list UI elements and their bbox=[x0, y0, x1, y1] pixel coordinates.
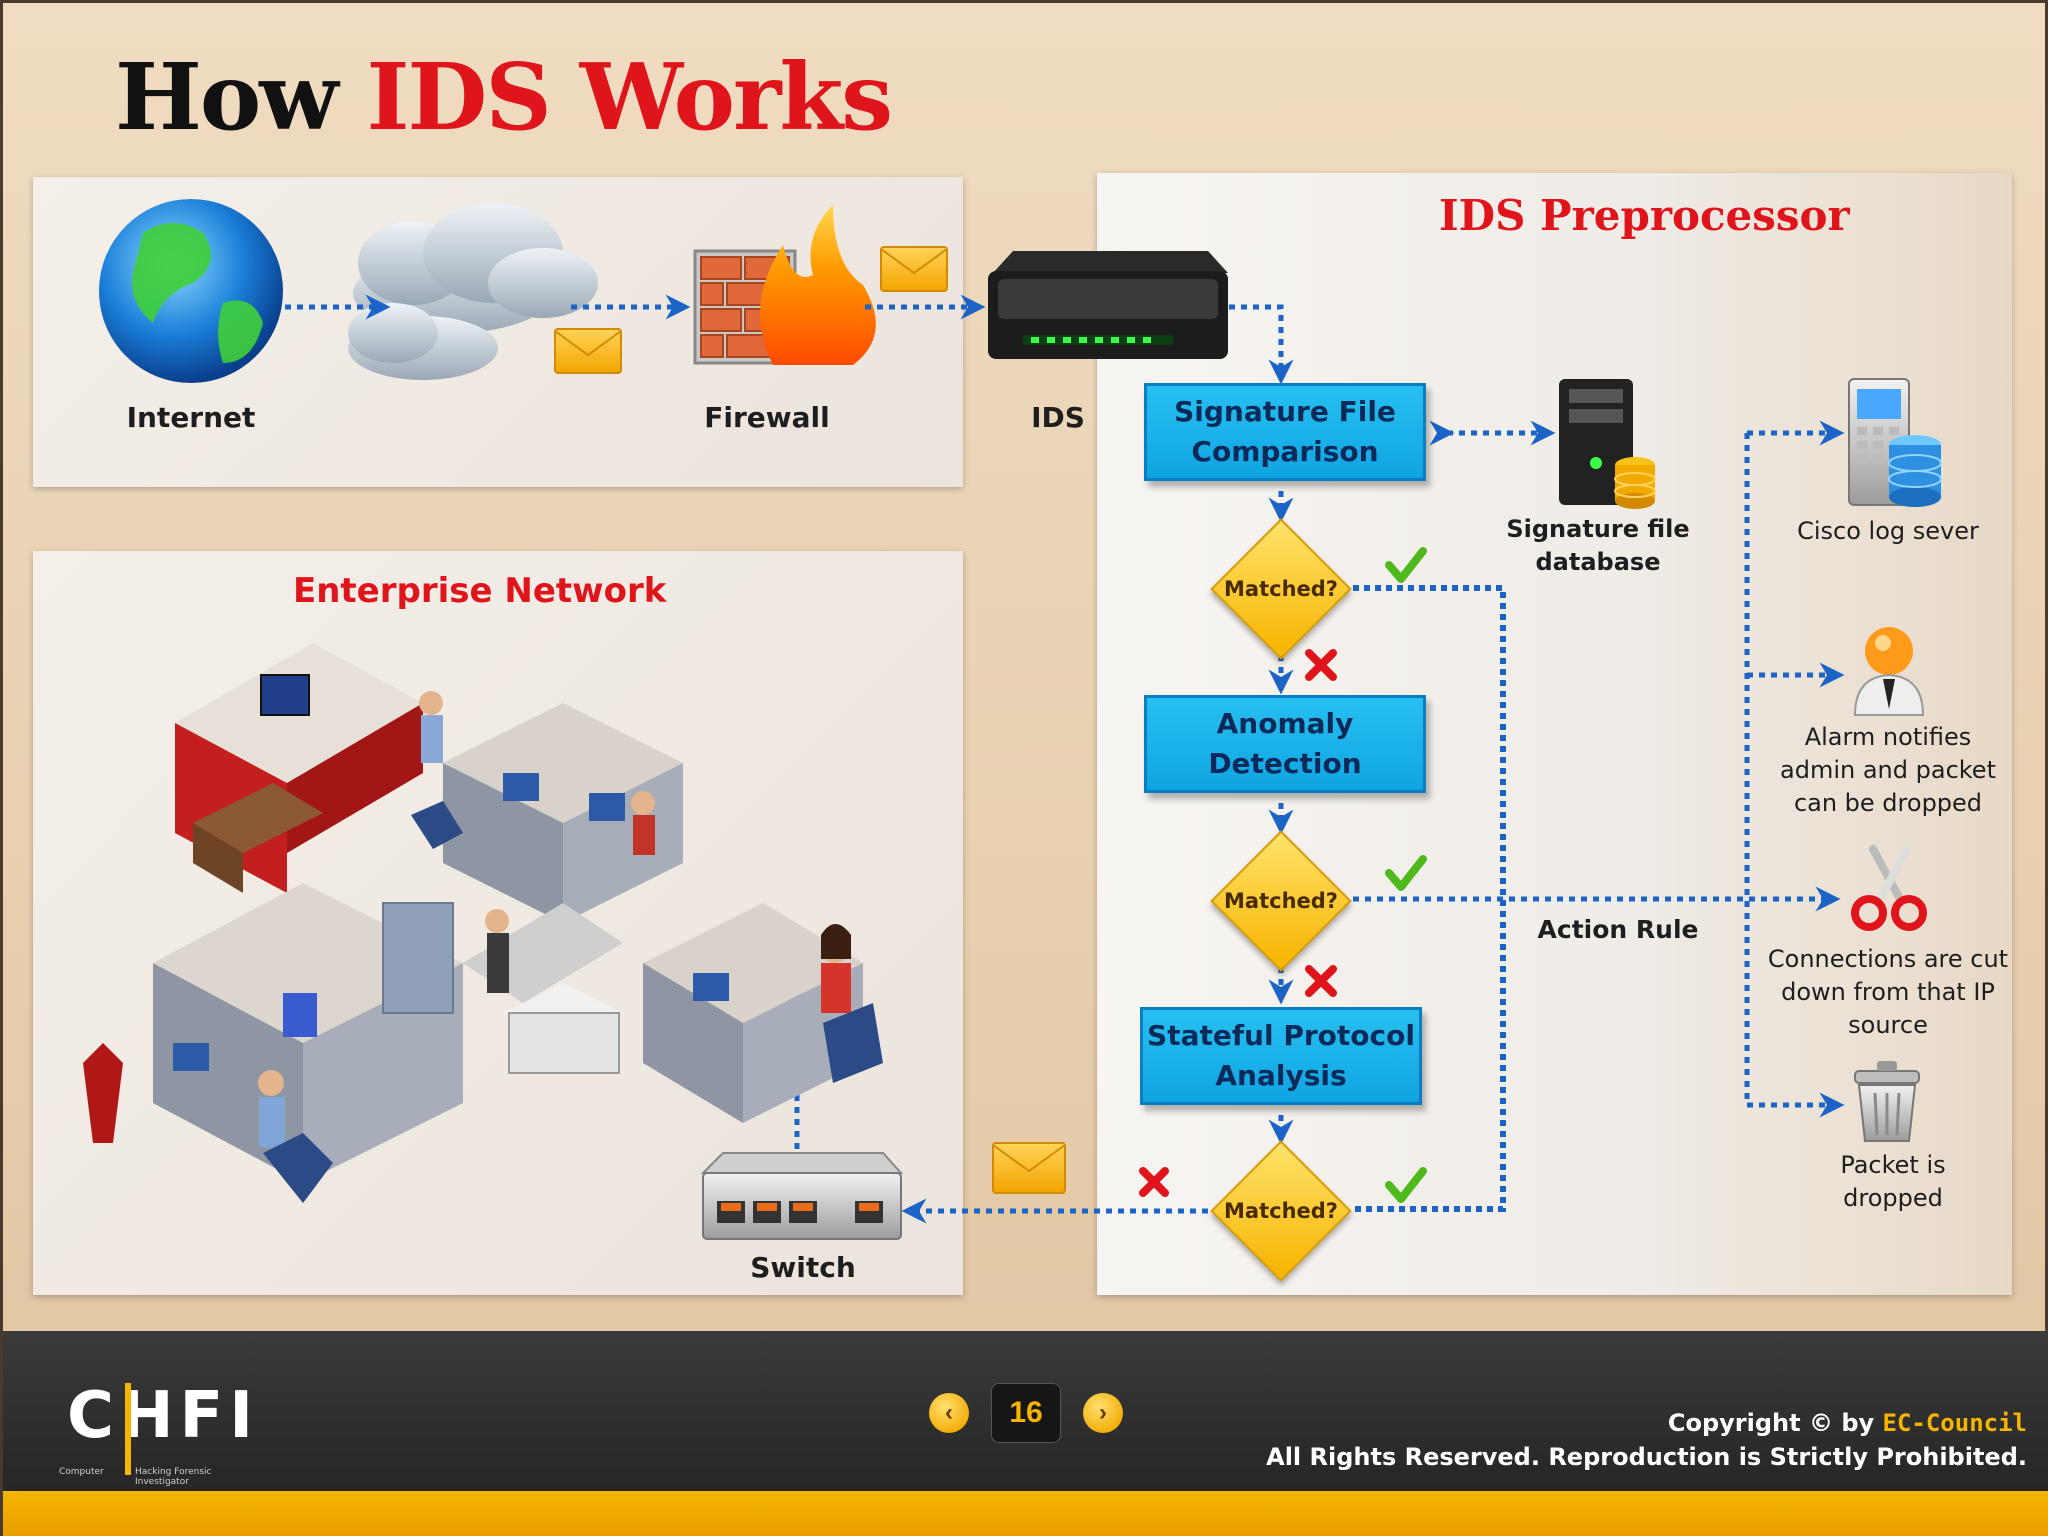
preprocessor-title: IDS Preprocessor bbox=[1439, 191, 1850, 240]
trash-can-icon bbox=[1854, 1061, 1920, 1142]
cisco-log-label: Cisco log sever bbox=[1797, 517, 1979, 545]
alarm-label: Alarm notifies admin and packet can be d… bbox=[1780, 723, 1996, 817]
log-server-icon bbox=[1848, 378, 1942, 507]
database-server-icon bbox=[1559, 379, 1656, 509]
enterprise-title: Enterprise Network bbox=[293, 571, 667, 611]
stateful-protocol-box: Stateful Protocol Analysis bbox=[1140, 1007, 1422, 1105]
page-title: How IDS Works bbox=[115, 43, 893, 151]
cross-icon bbox=[1139, 1167, 1169, 1197]
office-illustration bbox=[83, 643, 883, 1203]
firewall-icon bbox=[693, 205, 876, 365]
check-icon bbox=[1385, 855, 1427, 891]
admin-alarm-icon bbox=[1853, 627, 1925, 716]
copyright-line: Copyright © by EC-Council bbox=[1667, 1409, 2027, 1437]
envelope-icon bbox=[992, 1142, 1066, 1194]
matched-diamond-3: Matched? bbox=[1210, 1140, 1352, 1282]
globe-icon bbox=[99, 199, 283, 383]
cross-icon bbox=[1305, 649, 1337, 681]
internet-label: Internet bbox=[126, 401, 256, 434]
next-page-button[interactable]: › bbox=[1083, 1393, 1123, 1433]
connections-cut-label: Connections are cut down from that IP so… bbox=[1767, 945, 2009, 1039]
cloud-icon bbox=[348, 203, 598, 380]
prev-page-button[interactable]: ‹ bbox=[929, 1393, 969, 1433]
firewall-label: Firewall bbox=[704, 401, 830, 434]
signature-db-label: Signature file database bbox=[1506, 515, 1690, 576]
chfi-logo: CHFI Computer Hacking Forensic Investiga… bbox=[59, 1379, 260, 1487]
scissors-icon bbox=[1851, 845, 1927, 931]
check-icon bbox=[1385, 1167, 1427, 1203]
matched-diamond-2: Matched? bbox=[1210, 830, 1352, 972]
check-icon bbox=[1385, 547, 1427, 583]
switch-icon bbox=[700, 1152, 904, 1240]
action-rule-label: Action Rule bbox=[1537, 915, 1699, 944]
page-number: 16 bbox=[991, 1383, 1061, 1443]
switch-label: Switch bbox=[750, 1251, 856, 1284]
diagram-graphics bbox=[83, 199, 1942, 1240]
envelope-icon bbox=[880, 246, 948, 292]
actions-arrows bbox=[1747, 420, 1845, 1118]
envelope-icon bbox=[554, 328, 622, 374]
ids-label: IDS bbox=[1031, 401, 1085, 434]
flow-arrows-top bbox=[285, 294, 1294, 385]
matched-diamond-1: Matched? bbox=[1210, 518, 1352, 660]
packet-dropped-label: Packet is dropped bbox=[1840, 1151, 1946, 1212]
ids-device-icon bbox=[988, 251, 1228, 359]
rights-line: All Rights Reserved. Reproduction is Str… bbox=[1266, 1443, 2027, 1471]
signature-comparison-box: Signature File Comparison bbox=[1144, 383, 1426, 481]
footer: CHFI Computer Hacking Forensic Investiga… bbox=[3, 1331, 2048, 1536]
footer-stripe bbox=[3, 1491, 2048, 1536]
anomaly-detection-box: Anomaly Detection bbox=[1144, 695, 1426, 793]
cross-icon bbox=[1305, 965, 1337, 997]
